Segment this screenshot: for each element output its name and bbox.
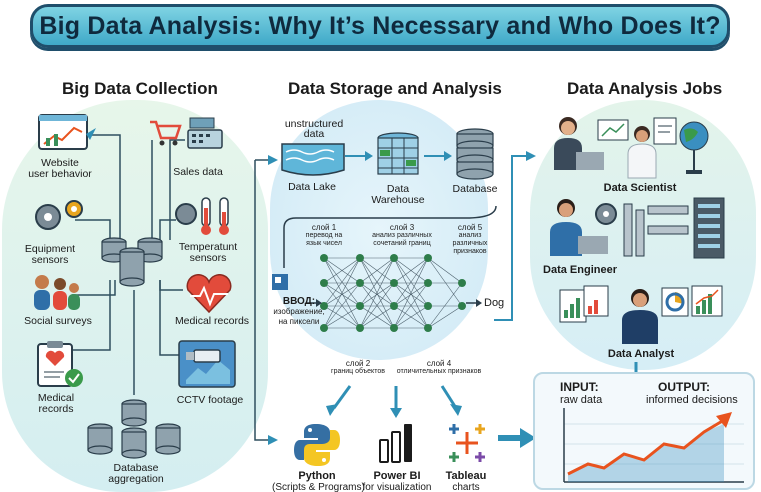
neural-network-diagram	[272, 205, 497, 332]
arrow-lake-warehouse	[345, 151, 373, 161]
central-database-icon	[101, 237, 163, 287]
people-icon	[28, 272, 84, 312]
jobs-title: Data Analysis Jobs	[567, 79, 723, 98]
python-logo-icon	[294, 424, 340, 466]
growth-chart	[563, 408, 744, 483]
input-value: raw data	[560, 394, 603, 406]
collection-title: Big Data Collection	[62, 79, 218, 98]
cash-register-icon	[186, 116, 224, 152]
data-scientist-label: Data Scientist	[603, 182, 677, 194]
python-label: Python(Scripts & Programs)	[272, 470, 365, 492]
page-title: Big Data Analysis: Why It’s Necessary an…	[39, 11, 721, 40]
data-engineer-illustration	[550, 197, 725, 259]
gear-icon	[30, 197, 90, 237]
clipboard-icon	[34, 340, 84, 390]
powerbi-logo-icon	[379, 424, 412, 463]
result-chart-card	[533, 372, 755, 490]
database-icon	[456, 128, 494, 180]
storage-title: Data Storage and Analysis	[288, 79, 502, 98]
data-engineer-label: Data Engineer	[543, 264, 617, 276]
heartbeat-icon	[184, 274, 234, 314]
aggregation-database-icon	[87, 399, 181, 459]
input-label: INPUT:	[560, 380, 599, 394]
nn-output-label: Dog	[484, 297, 505, 309]
data-analyst-illustration	[559, 285, 723, 344]
title-banner: Big Data Analysis: Why It’s Necessary an…	[30, 4, 730, 48]
arrows-to-tools	[326, 385, 462, 418]
tableau-logo-icon	[449, 424, 485, 462]
data-analyst-label: Data Analyst	[607, 348, 675, 360]
data-lake-icon	[281, 143, 345, 176]
arrow-warehouse-database	[424, 151, 452, 161]
output-label: OUTPUT:	[658, 380, 710, 394]
social-label: Social surveys	[24, 315, 92, 327]
cctv-icon	[178, 340, 238, 390]
nn-input-label: ВВОД: изображение, на пиксели	[273, 296, 325, 327]
right-connectors	[494, 151, 536, 448]
data-scientist-illustration	[554, 117, 709, 179]
thermometer-icon	[172, 194, 236, 238]
database-label: Database	[452, 183, 498, 195]
cctv-label: CCTV footage	[176, 394, 244, 406]
data-warehouse-icon	[377, 132, 419, 175]
sales-label: Sales data	[173, 166, 223, 178]
website-chart-icon	[38, 114, 98, 154]
shopping-cart-icon	[148, 118, 182, 146]
data-lake-label: Data Lake	[288, 181, 336, 193]
output-value: informed decisions	[646, 394, 738, 406]
medical-records-right-label: Medical records	[174, 315, 250, 327]
